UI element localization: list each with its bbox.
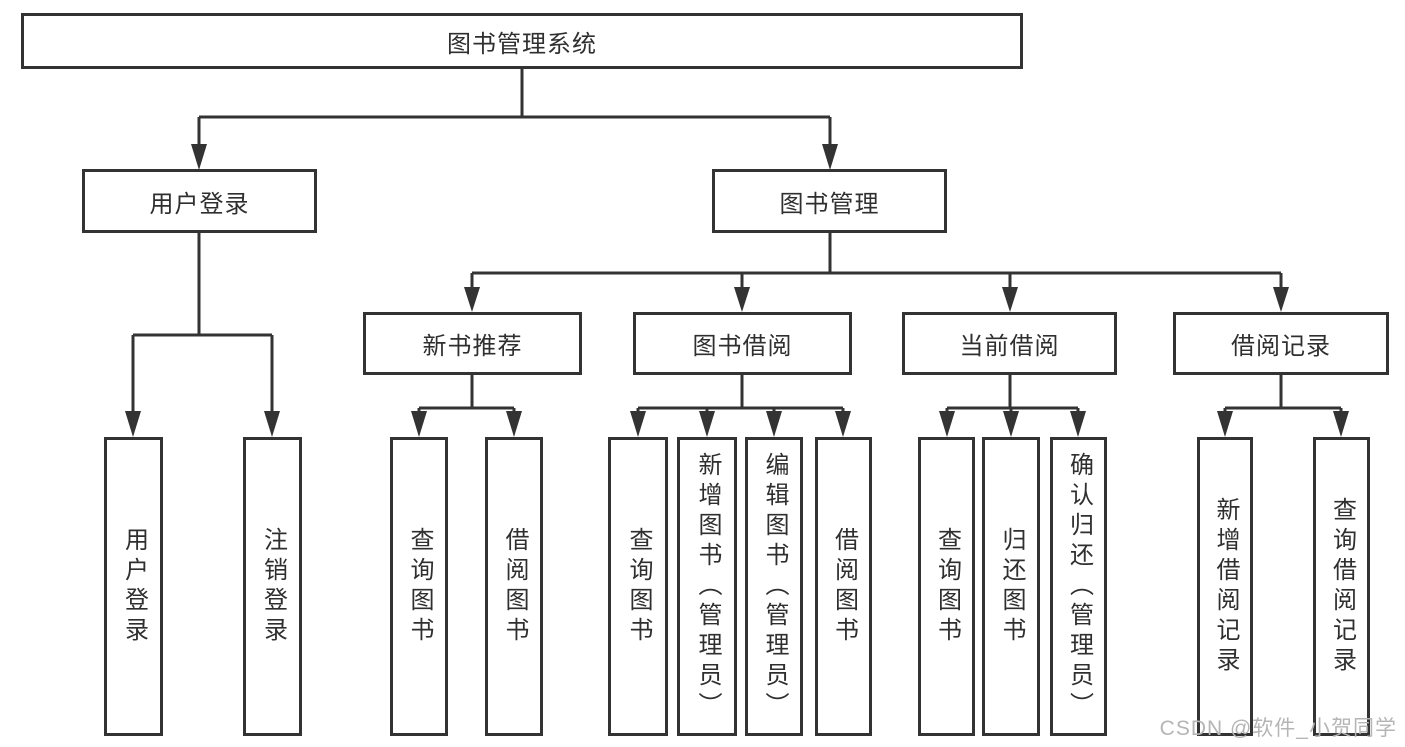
node-current-borrow: 当前借阅 bbox=[902, 312, 1117, 375]
node-label: 用户登录 bbox=[149, 190, 250, 218]
node-borrow-record: 借阅记录 bbox=[1173, 312, 1389, 375]
leaf-label: 借阅图书 bbox=[830, 526, 858, 647]
leaf-user-login: 用户登录 bbox=[104, 437, 163, 736]
leaf-br-add-borrow-record: 新增借阅记录 bbox=[1197, 437, 1253, 736]
leaf-cb-confirm-return-admin: 确认归还（管理员） bbox=[1050, 437, 1107, 736]
leaf-label: 新增图书（管理员） bbox=[694, 451, 721, 722]
node-label: 图书管理系统 bbox=[447, 30, 597, 58]
node-label: 图书借阅 bbox=[692, 333, 793, 360]
leaf-bb-add-book-admin: 新增图书（管理员） bbox=[677, 437, 737, 736]
leaf-label: 注销登录 bbox=[259, 526, 287, 647]
leaf-label: 确认归还（管理员） bbox=[1065, 451, 1093, 722]
leaf-label: 归还图书 bbox=[998, 526, 1025, 647]
leaf-label: 用户登录 bbox=[120, 526, 148, 647]
leaf-nb-borrow-book: 借阅图书 bbox=[485, 437, 543, 736]
leaf-label: 新增借阅记录 bbox=[1212, 496, 1239, 677]
leaf-bb-borrow-book: 借阅图书 bbox=[815, 437, 872, 736]
node-library-management-system: 图书管理系统 bbox=[21, 13, 1023, 69]
node-new-book-recommend: 新书推荐 bbox=[363, 312, 582, 375]
leaf-bb-edit-book-admin: 编辑图书（管理员） bbox=[745, 437, 803, 736]
node-label: 当前借阅 bbox=[959, 333, 1060, 360]
leaf-nb-query-book: 查询图书 bbox=[390, 437, 448, 736]
leaf-bb-query-book: 查询图书 bbox=[608, 437, 668, 736]
leaf-label: 编辑图书（管理员） bbox=[761, 451, 788, 722]
leaf-label: 查询图书 bbox=[625, 526, 652, 647]
arrowheads bbox=[125, 144, 1349, 437]
leaf-br-query-borrow-record: 查询借阅记录 bbox=[1313, 437, 1370, 736]
csdn-watermark: CSDN @软件_小贺同学 bbox=[1159, 717, 1397, 740]
node-label: 借阅记录 bbox=[1231, 333, 1331, 360]
node-label: 图书管理 bbox=[779, 190, 880, 218]
leaf-label: 查询借阅记录 bbox=[1328, 496, 1356, 677]
node-book-management: 图书管理 bbox=[712, 169, 947, 233]
node-book-borrow: 图书借阅 bbox=[633, 312, 852, 375]
leaf-logout: 注销登录 bbox=[243, 437, 302, 736]
leaf-label: 借阅图书 bbox=[501, 526, 528, 647]
leaf-label: 查询图书 bbox=[933, 526, 961, 647]
leaf-cb-query-book: 查询图书 bbox=[918, 437, 975, 736]
leaf-cb-return-book: 归还图书 bbox=[982, 437, 1040, 736]
leaf-label: 查询图书 bbox=[406, 526, 433, 647]
node-label: 新书推荐 bbox=[422, 333, 523, 360]
node-user-login: 用户登录 bbox=[82, 169, 317, 233]
